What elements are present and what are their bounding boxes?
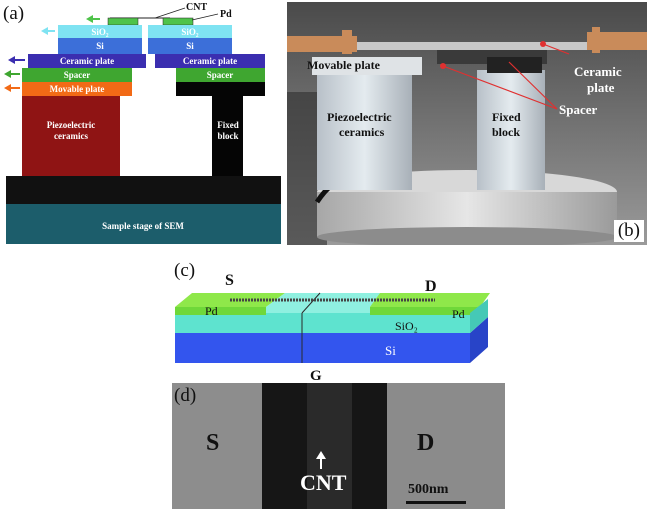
ceramic-plate-right [155,54,265,68]
pd-pad-right [162,17,194,26]
panel-c-device: S D G Pd Pd SiO₂ Si [175,272,490,384]
si-label-left: Si [96,41,104,51]
arrow-icon-spacer [4,70,20,78]
panel-b-photo: Movable plate Piezoelectric ceramics Fix… [287,2,647,245]
arrow-icon-pd [86,15,100,23]
ceramic-plate-left [28,54,146,68]
fixed-label-line1: Fixed [217,120,239,130]
spacer-left [22,68,132,82]
spacer-label-left: Spacer [64,70,91,80]
si-layer-right [148,38,232,54]
photo-piezo-cube [317,72,412,190]
panel-a-schematic: CNT Pd SiO₂ SiO₂ Si Si Ceramic plate Cer… [4,2,281,244]
pd-pad-left [107,17,139,26]
photo-label-piezo-line1: Piezoelectric [327,110,392,124]
arrow-icon-sio2 [41,27,55,35]
sio2-layer-right [148,25,232,38]
sio2-label: SiO₂ [395,319,418,333]
ceramic-label-left: Ceramic plate [60,56,114,66]
panel-b-label: (b) [613,220,644,242]
sio2-label-left: SiO₂ [91,27,109,37]
spacer-label-right: Spacer [207,70,234,80]
ceramic-label-right: Ceramic plate [183,56,237,66]
sio2-layer-left [58,25,142,38]
scale-bar [406,501,466,504]
photo-fixed-block [477,70,545,190]
si-layer-left [58,38,142,54]
photo-label-movable: Movable plate [307,58,380,72]
pd-label-right: Pd [452,307,465,321]
gate-label: G [310,368,322,384]
panel-d-tem-image: S D CNT 500nm [172,383,505,509]
source-label: S [225,272,234,289]
pd-label: Pd [220,9,232,20]
arrow-up-icon [316,451,326,459]
stage-label: Sample stage of SEM [102,221,184,231]
piezo-label-line2: ceramics [54,131,88,141]
panel-a-label: (a) [3,3,25,24]
panel-c-label: (c) [174,260,196,281]
piezo-label-line1: Piezoelectric [47,120,95,130]
movable-plate [22,82,132,96]
sio2-label-right: SiO₂ [181,27,199,37]
si-label: Si [385,343,396,358]
tem-source-label: S [206,430,220,456]
tem-drain-label: D [417,430,435,456]
photo-label-ceramic-line2: plate [587,80,615,95]
photo-label-spacer: Spacer [559,102,598,117]
arrow-icon-movable [4,84,20,92]
fixed-block [212,96,243,176]
si-label-right: Si [186,41,194,51]
arrow-icon-ceramic [8,56,25,64]
photo-label-piezo-line2: ceramics [339,125,385,139]
cnt-label: CNT [186,2,207,13]
movable-plate-label: Movable plate [50,84,105,94]
photo-label-fixed-line2: block [492,125,521,139]
spacer-right [176,68,265,82]
sem-sample-stage [6,204,281,244]
photo-label-fixed-line1: Fixed [492,110,521,124]
drain-label: D [425,278,437,295]
scale-bar-label: 500nm [408,482,449,497]
pd-label-left: Pd [205,304,218,318]
panel-d-label: (d) [174,385,197,406]
photo-label-ceramic-line1: Ceramic [574,64,622,79]
piezoelectric-ceramics [22,96,120,176]
fixed-label-line2: block [217,131,238,141]
tem-cnt-label: CNT [300,470,347,495]
